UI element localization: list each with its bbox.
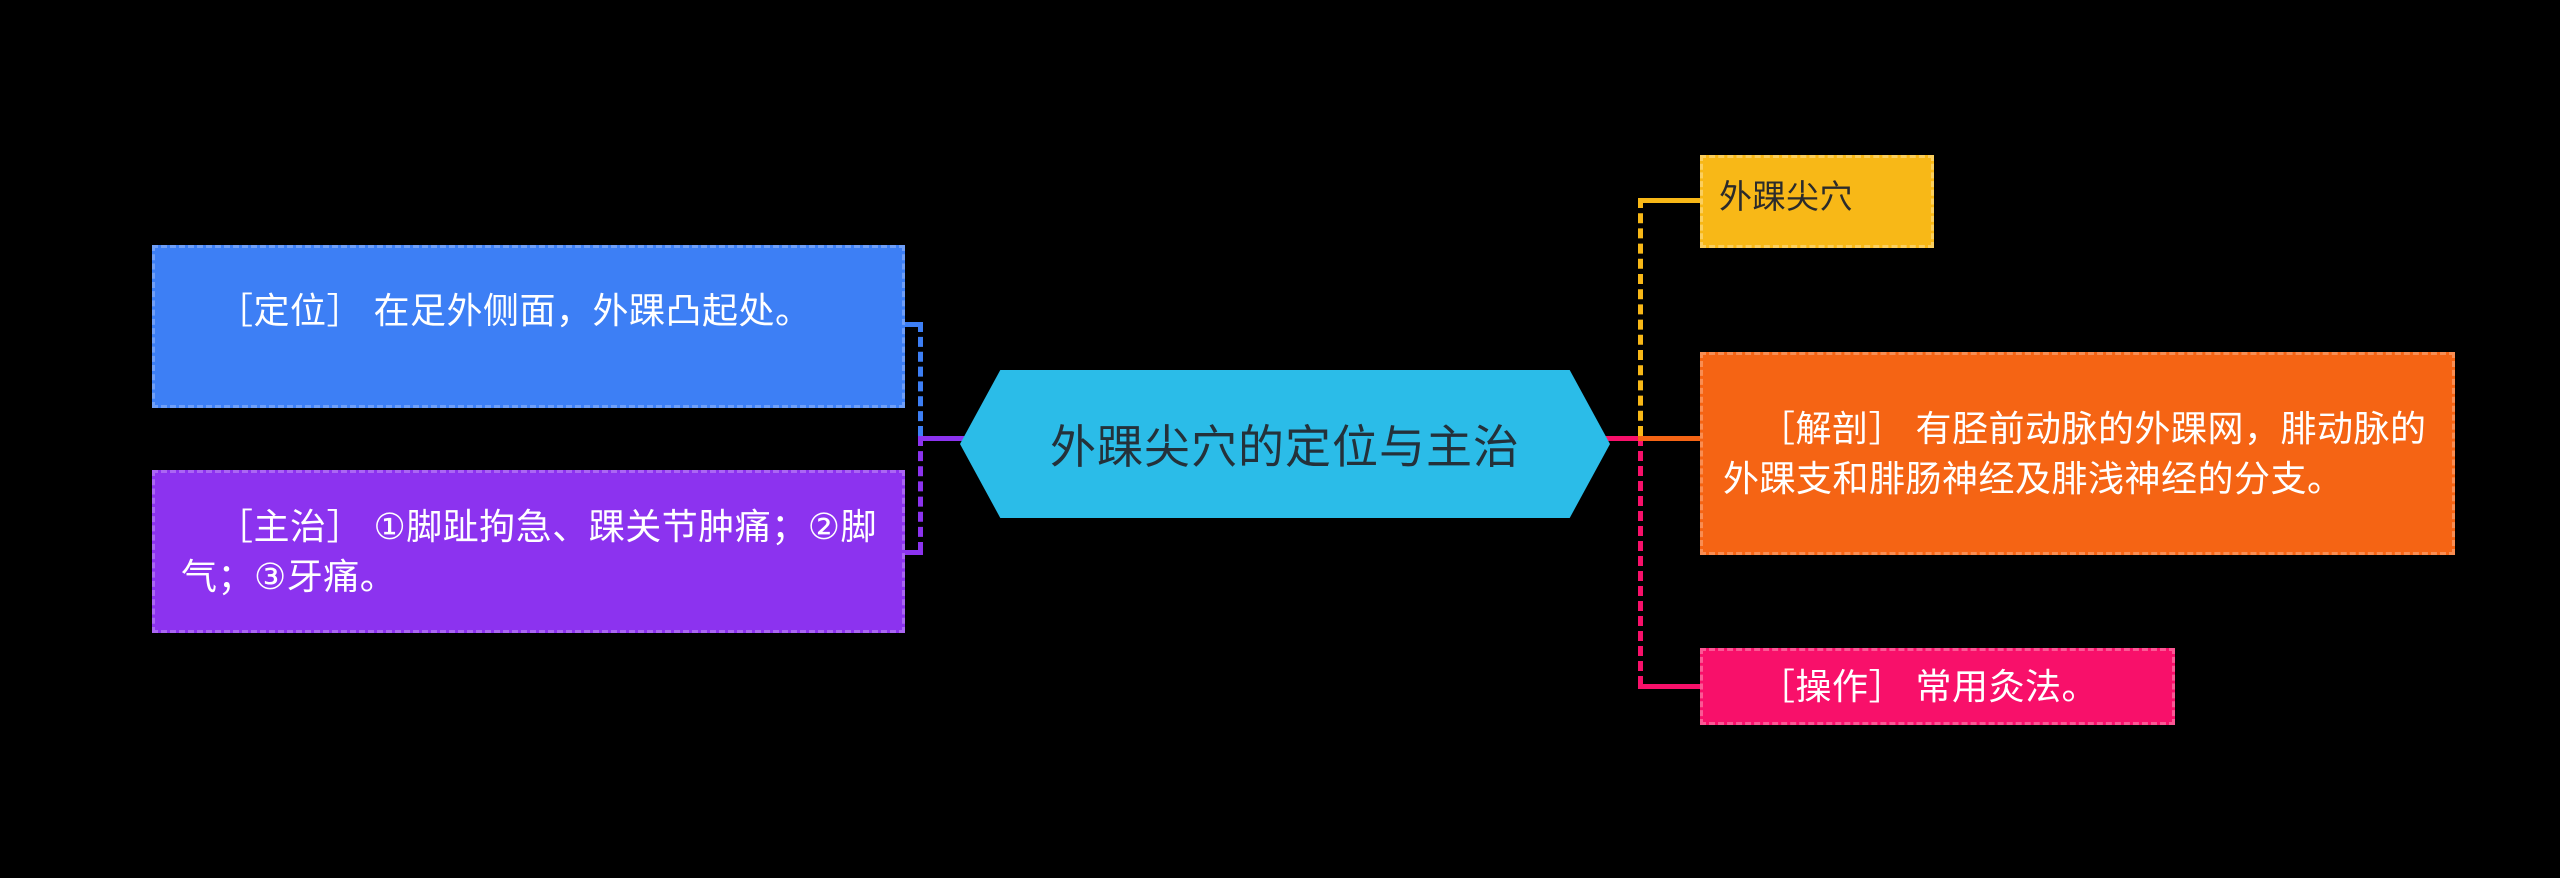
- connector-stub-center-left: [918, 436, 966, 441]
- node-acupoint-name-label: 外踝尖穴: [1719, 178, 1853, 215]
- node-acupoint-name[interactable]: 外踝尖穴: [1700, 155, 1934, 248]
- connector-spine-left-top: [918, 322, 923, 436]
- connector-stub-name: [1638, 198, 1702, 203]
- node-jiepou-label: ［解剖］ 有胫前动脉的外踝网，腓动脉的外踝支和腓肠神经及腓浅神经的分支。: [1723, 407, 2427, 499]
- node-zhuzhi-label: ［主治］ ①脚趾拘急、踝关节肿痛；②脚气；③牙痛。: [181, 505, 878, 597]
- connector-stub-caozuo: [1638, 684, 1702, 689]
- connector-stub-zhuzhi: [901, 550, 923, 555]
- node-center-topic[interactable]: 外踝尖穴的定位与主治: [960, 370, 1610, 518]
- connector-spine-left-bottom: [918, 436, 923, 552]
- node-jiepou[interactable]: ［解剖］ 有胫前动脉的外踝网，腓动脉的外踝支和腓肠神经及腓浅神经的分支。: [1700, 352, 2455, 555]
- node-zhuzhi[interactable]: ［主治］ ①脚趾拘急、踝关节肿痛；②脚气；③牙痛。: [152, 470, 905, 633]
- connector-stub-jiepou: [1638, 436, 1702, 441]
- node-caozuo-label: ［操作］ 常用灸法。: [1759, 665, 2099, 707]
- connector-spine-right-bottom: [1638, 436, 1643, 686]
- node-dingwei-label: ［定位］ 在足外侧面，外踝凸起处。: [217, 290, 812, 331]
- connector-stub-center-right: [1601, 436, 1643, 441]
- node-center-label: 外踝尖穴的定位与主治: [1050, 421, 1520, 473]
- node-dingwei[interactable]: ［定位］ 在足外侧面，外踝凸起处。: [152, 245, 905, 408]
- node-caozuo[interactable]: ［操作］ 常用灸法。: [1700, 648, 2175, 725]
- connector-spine-right-top: [1638, 198, 1643, 436]
- connector-stub-dingwei: [901, 322, 923, 327]
